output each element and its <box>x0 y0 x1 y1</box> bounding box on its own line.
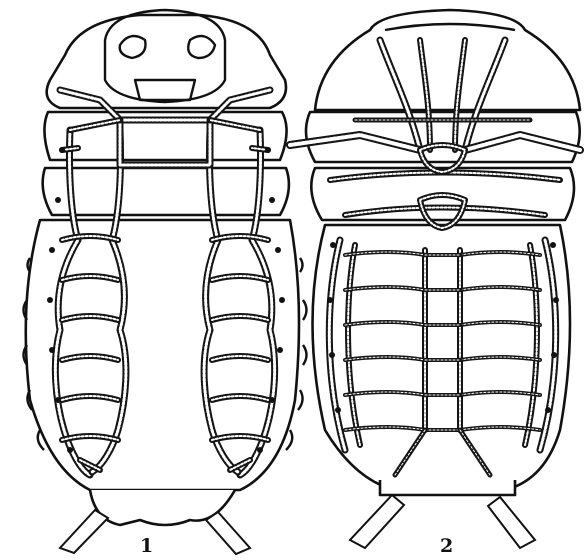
spiracle-13 <box>269 397 275 403</box>
spiracle-19 <box>550 242 556 248</box>
spiracle-10 <box>275 247 281 253</box>
spiracle-11 <box>279 297 285 303</box>
spiracle-18 <box>335 407 341 413</box>
spiracle-5 <box>49 347 55 353</box>
spiracle-3 <box>49 247 55 253</box>
panel-2-body-outline <box>306 10 580 495</box>
panel-1-label: 1 <box>140 535 153 557</box>
spiracle-8 <box>265 147 271 153</box>
spiracle-7 <box>67 447 73 453</box>
spiracle-2 <box>55 197 61 203</box>
spiracle-14 <box>257 447 263 453</box>
spiracle-12 <box>277 347 283 353</box>
spiracle-9 <box>269 197 275 203</box>
panel-2-label: 2 <box>440 535 453 557</box>
spiracle-22 <box>545 407 551 413</box>
panel-2-insect-diagram: 2 <box>290 10 580 557</box>
spiracle-6 <box>55 397 61 403</box>
spiracle-20 <box>553 297 559 303</box>
spiracle-1 <box>59 147 65 153</box>
panel-1-insect-diagram: 1 <box>24 10 307 557</box>
spiracle-16 <box>327 297 333 303</box>
spiracle-17 <box>329 352 335 358</box>
spiracle-4 <box>47 297 53 303</box>
spiracle-21 <box>551 352 557 358</box>
spiracle-15 <box>330 242 336 248</box>
